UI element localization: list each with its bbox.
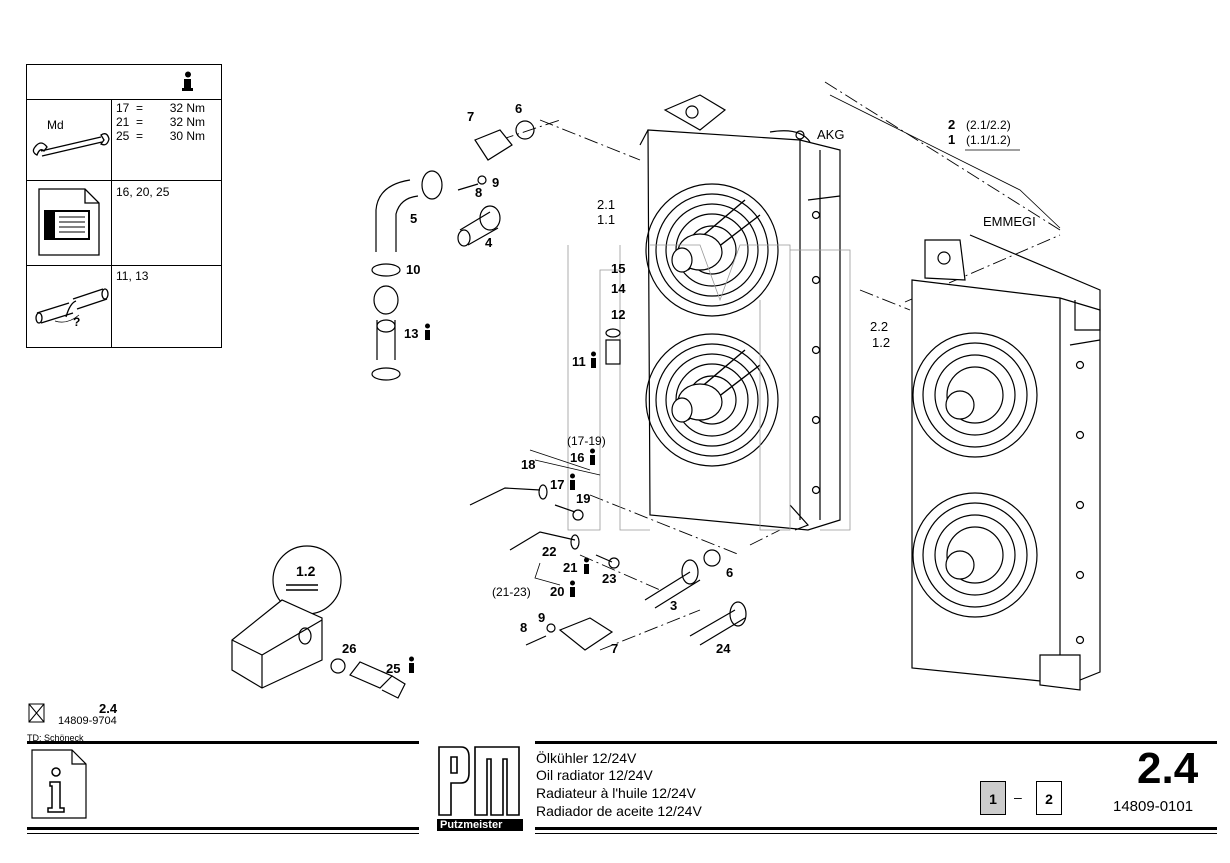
crossed-document-icon	[28, 703, 45, 723]
brand-name: Putzmeister	[440, 819, 503, 831]
detail-bubble	[231, 545, 406, 699]
desc-en: Oil radiator 12/24V	[536, 767, 653, 783]
callout-16-range: (17-19)	[567, 434, 606, 448]
callout-7-lower: 7	[611, 641, 619, 656]
torque-row	[27, 99, 221, 180]
desc-de: Ölkühler 12/24V	[536, 750, 637, 766]
page-box-total[interactable]: 2	[1036, 781, 1062, 815]
callout-17: 17	[550, 477, 565, 492]
doc-number-ref: 14809-9704	[58, 715, 117, 727]
callout-11: 11	[572, 354, 586, 369]
td-author: TD: Schöneck	[27, 733, 84, 743]
label-akg: AKG	[817, 127, 845, 142]
callout-20: 20	[550, 584, 565, 599]
doc-page-ref: 2.4	[99, 701, 118, 716]
wrench-icon	[32, 133, 110, 157]
footer-rule-left	[27, 741, 419, 744]
akg-cooler	[639, 94, 841, 531]
callout-10: 10	[406, 262, 421, 277]
torque-label: Md	[47, 118, 64, 132]
footer-rule-left-bottom	[27, 827, 419, 830]
footer-rule-right	[535, 741, 1217, 744]
document-row	[27, 180, 221, 265]
callout-14: 14	[611, 281, 626, 296]
torque-line-1: 17 = 32 Nm	[116, 101, 206, 115]
callout-18: 18	[521, 457, 536, 472]
callout-2-sub: (2.1/2.2)	[966, 118, 1011, 132]
callout-24: 24	[716, 641, 731, 656]
document-icon	[38, 188, 100, 256]
pipe-refs: 11, 13	[116, 269, 149, 283]
info-table: Md 17 = 32 Nm 21 = 32 Nm 25 = 30 Nm 16, …	[26, 64, 222, 348]
callout-7-upper: 7	[467, 109, 475, 124]
page-box-current[interactable]: 1	[980, 781, 1006, 815]
callout-9-upper: 9	[492, 175, 500, 190]
callout-19: 19	[576, 491, 591, 506]
page-separator: –	[1014, 789, 1022, 805]
callout-2-2: 2.2	[870, 319, 889, 334]
callout-23: 23	[602, 571, 617, 586]
detail-1-2-label: 1.2	[296, 563, 316, 579]
emmegi-cooler	[911, 234, 1101, 691]
section-number: 2.4	[1137, 744, 1199, 793]
pipe-row	[27, 265, 221, 350]
callout-1-sub: (1.1/1.2)	[966, 133, 1011, 147]
callout-15: 15	[611, 261, 626, 276]
callout-2-1: 2.1	[597, 197, 616, 212]
callout-4: 4	[485, 235, 493, 250]
torque-line-2: 21 = 32 Nm	[116, 115, 206, 129]
hose-assembly	[371, 120, 747, 651]
callout-16: 16	[570, 450, 585, 465]
desc-fr: Radiateur à l'huile 12/24V	[536, 785, 696, 801]
part-number: 14809-0101	[1113, 798, 1194, 815]
putzmeister-logo	[437, 746, 523, 831]
footer-rule-right-bottom	[535, 827, 1217, 830]
callout-9-lower: 9	[538, 610, 546, 625]
callout-8-upper: 8	[475, 185, 483, 200]
callout-1-1: 1.1	[597, 212, 616, 227]
callout-12: 12	[611, 307, 626, 322]
callout-8-lower: 8	[520, 620, 528, 635]
info-document-icon	[31, 749, 87, 819]
callout-25: 25	[386, 661, 401, 676]
callout-13: 13	[404, 326, 419, 341]
label-emmegi: EMMEGI	[983, 214, 1036, 229]
document-refs: 16, 20, 25	[116, 185, 170, 199]
callout-21: 21	[563, 560, 578, 575]
info-icon-markers	[409, 323, 596, 673]
callout-22: 22	[542, 544, 557, 559]
pipe-question-mark: ?	[73, 315, 81, 329]
callout-20-range: (21-23)	[492, 585, 531, 599]
callout-5: 5	[410, 211, 418, 226]
callout-26: 26	[342, 641, 357, 656]
callout-2: 2	[948, 117, 956, 132]
callout-6-lower: 6	[726, 565, 734, 580]
callout-1-2: 1.2	[872, 335, 891, 350]
pipe-icon	[35, 288, 109, 324]
desc-es: Radiador de aceite 12/24V	[536, 803, 702, 819]
exploded-diagram	[231, 81, 1101, 699]
info-icon	[182, 71, 193, 91]
torque-line-3: 25 = 30 Nm	[116, 129, 206, 143]
callout-3: 3	[670, 598, 678, 613]
callout-1: 1	[948, 132, 956, 147]
callout-6-upper: 6	[515, 101, 523, 116]
